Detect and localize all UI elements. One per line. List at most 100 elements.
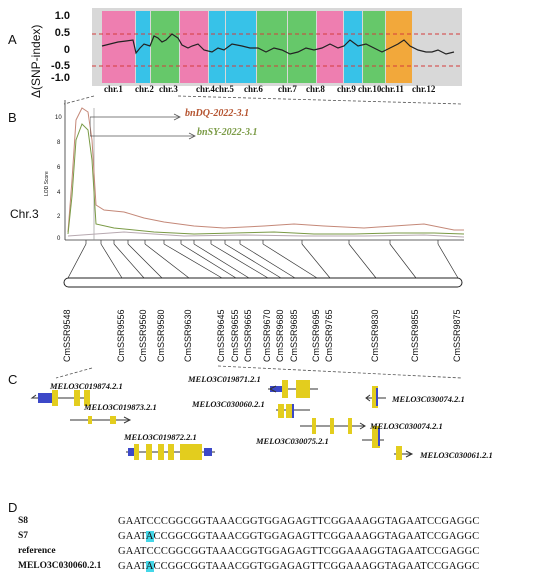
- sequence: GAATCCCGGCGGTAAACGGTGGAGAGTTCGGAAAGGTAGA…: [118, 516, 480, 527]
- alignment-row: MELO3C030060.2.1 GAATACCGGCGGTAAACGGTGGA…: [0, 561, 550, 575]
- marker-label: CmSSR9560: [138, 309, 148, 362]
- marker-label: CmSSR9855: [410, 309, 420, 362]
- gene-019872: [126, 444, 215, 460]
- sequence-name: S7: [18, 531, 29, 541]
- marker-connector: [67, 243, 87, 279]
- chr-label: chr.3: [159, 84, 178, 94]
- chr-label: chr.9: [337, 84, 356, 94]
- marker-label: CmSSR9655: [230, 309, 240, 362]
- gene-019874: [30, 390, 90, 406]
- ytick: 0: [57, 236, 61, 242]
- lod-curve-dq: [67, 107, 464, 233]
- sequence-name: reference: [18, 546, 56, 556]
- alignment-row: reference GAATCCCGGCGGTAAACGGTGGAGAGTTCG…: [0, 546, 550, 560]
- marker-connector: [100, 243, 123, 279]
- snp-index-trend: [101, 33, 455, 55]
- chromosome-block: [102, 11, 135, 83]
- chromosome-block: [226, 11, 256, 83]
- marker-connector: [389, 243, 417, 279]
- chr-label: chr.6: [244, 84, 263, 94]
- gene-label: MELO3C030060.2.1: [192, 399, 265, 409]
- marker-label: CmSSR9680: [275, 309, 285, 362]
- chr-label: chr.7: [278, 84, 297, 94]
- gene-label: MELO3C019874.2.1: [50, 381, 123, 391]
- ytick: 0.5: [54, 27, 70, 39]
- chr-label: chr.10: [358, 84, 382, 94]
- marker-label: CmSSR9556: [116, 309, 126, 362]
- marker-connector: [163, 243, 223, 279]
- ytick: 4: [57, 190, 61, 196]
- marker-label: CmSSR9830: [370, 309, 380, 362]
- gene-label: MELO3C019871.2.1: [188, 374, 261, 384]
- marker-connectors: [67, 243, 459, 279]
- marker-connector: [180, 243, 237, 279]
- marker-label: CmSSR9645: [216, 309, 226, 362]
- ytick: 1.0: [54, 10, 70, 22]
- marker-label: CmSSR9630: [183, 309, 193, 362]
- lod-plot: [64, 100, 465, 244]
- alignment-row: S8 GAATCCCGGCGGTAAACGGTGGAGAGTTCGGAAAGGT…: [0, 516, 550, 530]
- gene-label: MELO3C030075.2.1: [256, 436, 329, 446]
- chromosome-label: Chr.3: [10, 207, 39, 221]
- ytick: 8: [57, 140, 61, 146]
- chr-label: chr.2: [135, 84, 154, 94]
- zoom-lines-ab: [63, 95, 463, 105]
- chromosome-block: [151, 11, 179, 83]
- ytick: 0: [63, 44, 70, 56]
- chr-label: chr.12: [412, 84, 436, 94]
- marker-connector: [239, 243, 296, 279]
- chr-label: chr.1: [104, 84, 123, 94]
- chromosome-block: [136, 11, 150, 83]
- chromosome-block: [317, 11, 343, 83]
- gene-030074-a: [365, 386, 386, 408]
- panel-b-letter: B: [8, 110, 17, 125]
- marker-connector: [437, 243, 459, 279]
- marker-label: CmSSR9670: [262, 309, 272, 362]
- ytick: -0.5: [51, 60, 70, 72]
- snp-base-highlight: A: [145, 561, 154, 572]
- panel-c-letter: C: [8, 372, 18, 387]
- chromosome-block: [363, 11, 385, 83]
- gene-label: MELO3C019872.2.1: [124, 432, 197, 442]
- gene-label: MELO3C030061.2.1: [420, 450, 493, 460]
- marker-label: CmSSR9665: [243, 309, 253, 362]
- gene-030060: [276, 404, 310, 418]
- sequence-name: S8: [18, 516, 29, 526]
- snp-index-plot: [92, 8, 462, 86]
- marker-connector: [113, 243, 145, 279]
- snp-base: C: [146, 546, 154, 557]
- legend-dq: bnDQ-2022-3.1: [185, 108, 250, 119]
- gene-label: MELO3C030074.2.1: [392, 394, 465, 404]
- sequence: GAATCCCGGCGGTAAACGGTGGAGAGTTCGGAAAGGTAGA…: [118, 546, 480, 557]
- chromosome-blocks: [102, 11, 412, 83]
- alignment-row: S7 GAATACCGGCGGTAAACGGTGGAGAGTTCGGAAAGGT…: [0, 531, 550, 545]
- gene-label: MELO3C030074.2.1: [370, 421, 443, 431]
- marker-connector: [301, 243, 331, 279]
- marker-label: CmSSR9765: [324, 309, 334, 362]
- ytick: -1.0: [51, 72, 70, 84]
- chr-label: chr.11: [381, 84, 404, 94]
- chromosome-block: [209, 11, 225, 83]
- snp-base: C: [146, 516, 154, 527]
- chr-label: chr.5: [215, 84, 234, 94]
- marker-label: CmSSR9875: [452, 309, 462, 362]
- panel-b-ylabel: LOD Score: [44, 171, 50, 196]
- chromosome-bar: [63, 277, 463, 288]
- marker-connector: [210, 243, 269, 279]
- chromosome-block: [288, 11, 316, 83]
- gene-label: MELO3C019873.2.1: [84, 402, 157, 412]
- panel-d-letter: D: [8, 500, 18, 515]
- chromosome-block: [257, 11, 287, 83]
- gene-030061: [394, 446, 414, 460]
- marker-label: CmSSR9548: [62, 309, 72, 362]
- sequence: GAATACCGGCGGTAAACGGTGGAGAGTTCGGAAAGGTAGA…: [118, 531, 480, 542]
- gene-030074-b: [300, 418, 366, 434]
- gene-019871: [268, 380, 318, 398]
- gene-019873: [70, 416, 132, 424]
- marker-connector: [127, 243, 163, 279]
- marker-connector: [193, 243, 250, 279]
- marker-label: CmSSR9580: [156, 309, 166, 362]
- chr-label: chr.4: [196, 84, 215, 94]
- chromosome-block: [344, 11, 362, 83]
- panel-a-letter: A: [8, 32, 17, 47]
